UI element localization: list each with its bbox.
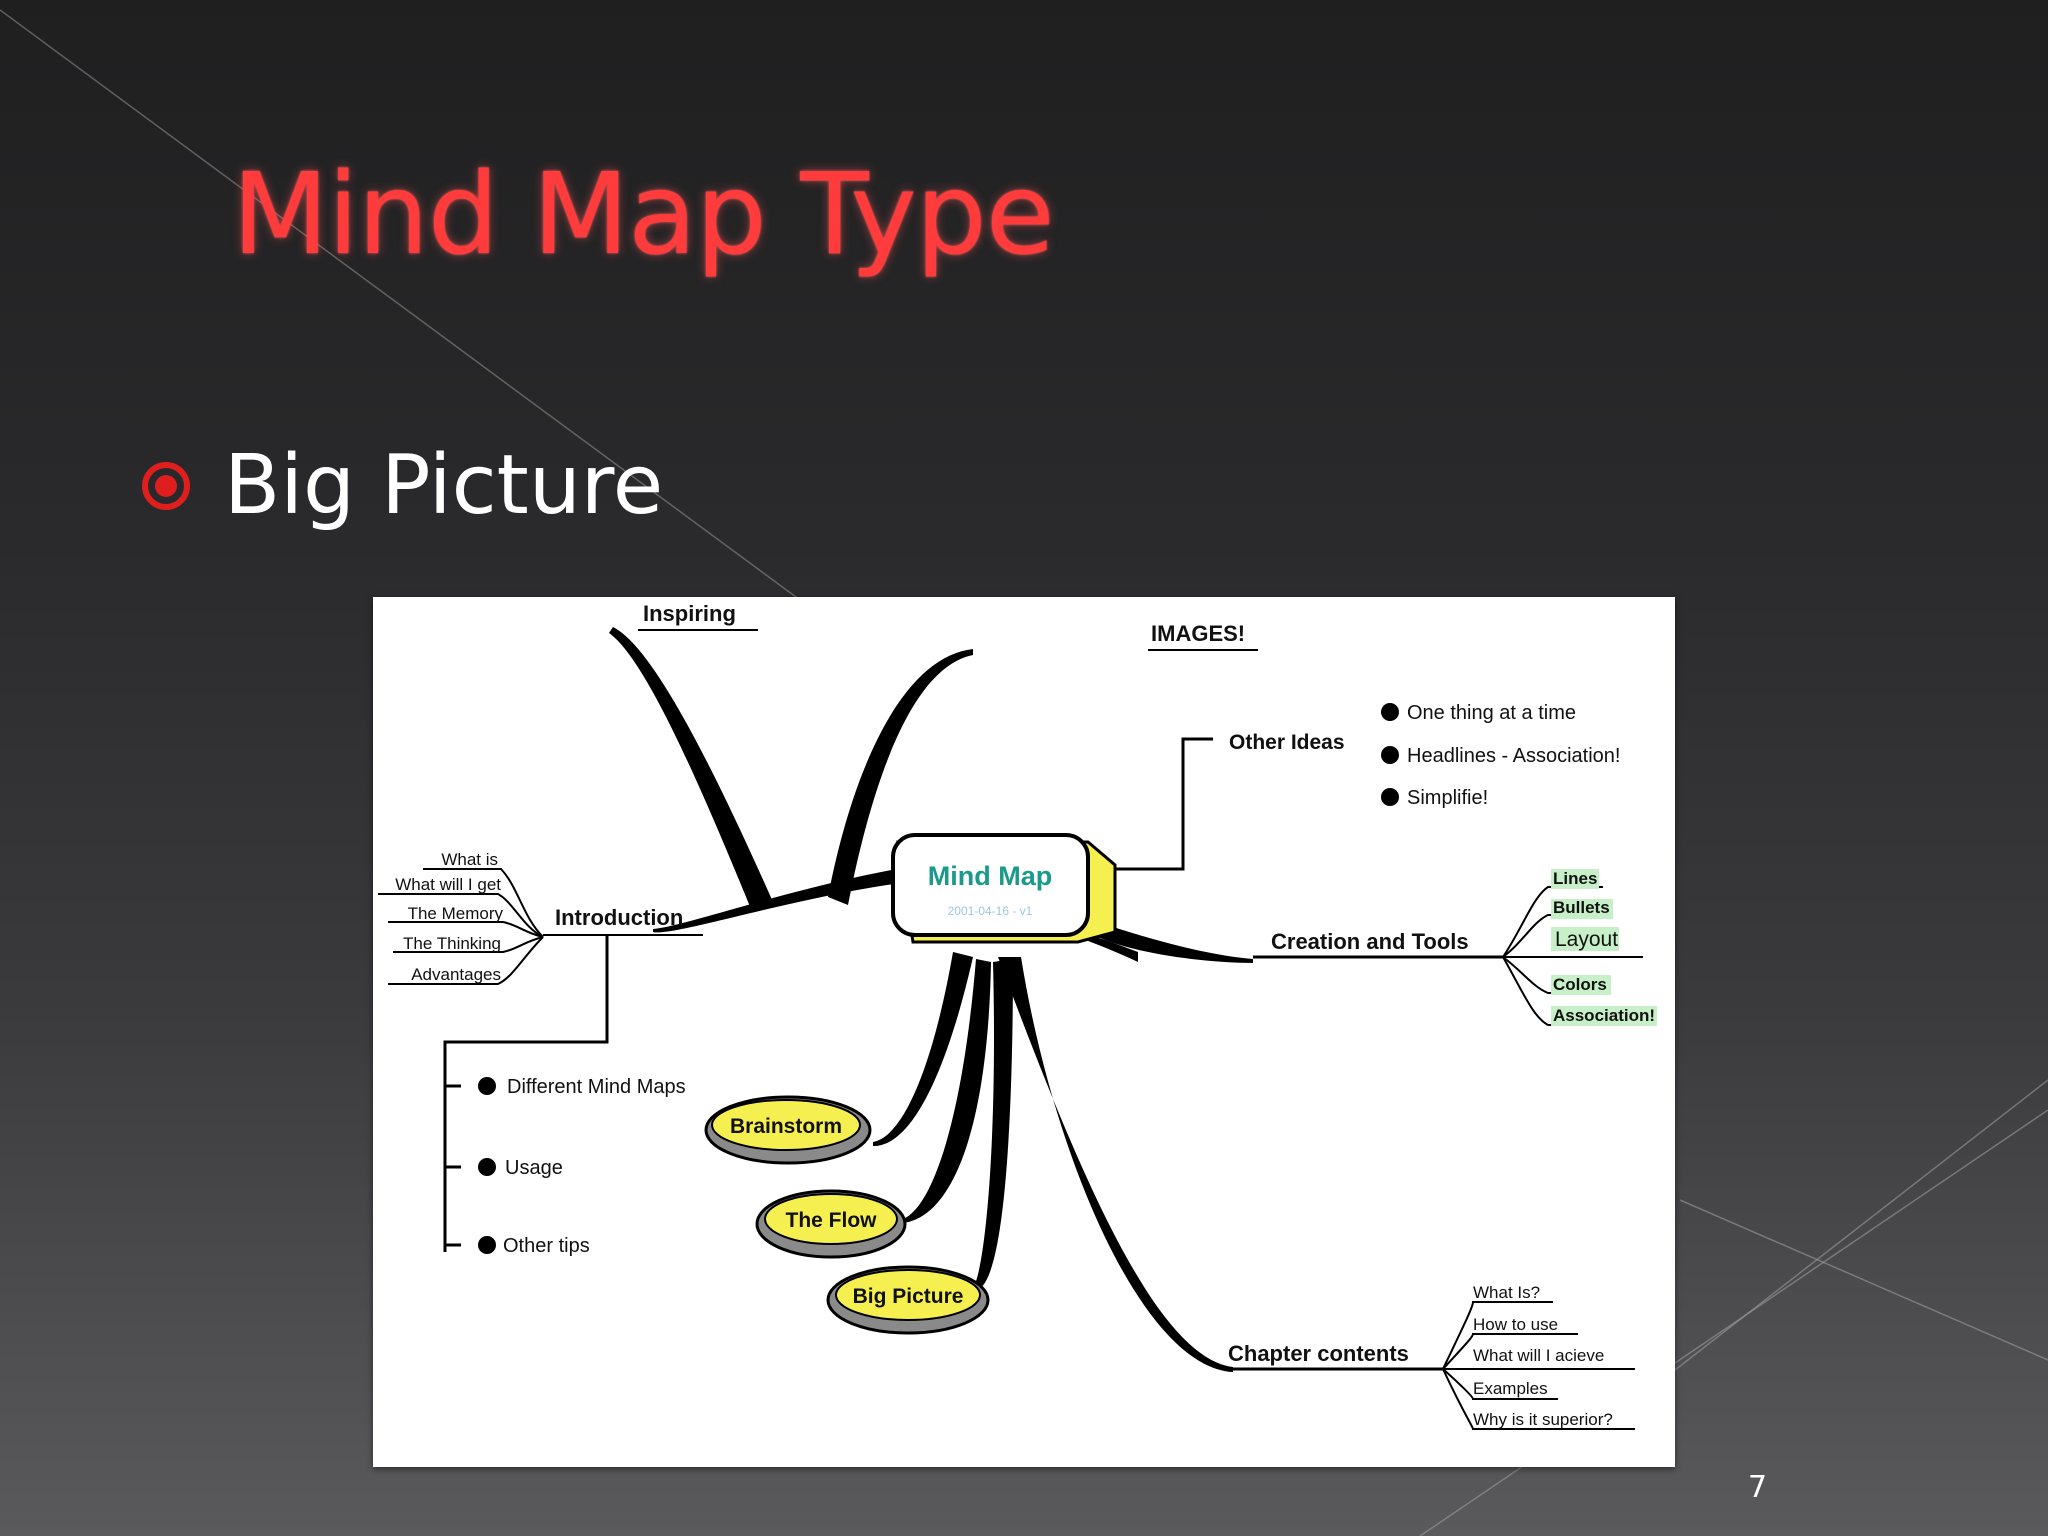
label-other-ideas: Other Ideas	[1229, 731, 1345, 754]
other-idea-3: Simplifie!	[1407, 787, 1488, 809]
intro-advantages: Advantages	[411, 965, 501, 984]
bubble-big-picture: Big Picture	[826, 1265, 990, 1335]
page-number: 7	[1748, 1470, 1768, 1505]
tool-bullets: Bullets	[1553, 898, 1610, 917]
label-introduction: Introduction	[555, 905, 683, 930]
center-title: Mind Map	[928, 861, 1052, 891]
branch-introduction	[653, 867, 908, 933]
branch-creation	[1098, 922, 1253, 963]
label-inspiring: Inspiring	[643, 601, 736, 626]
mind-map-image: Mind Map 2001-04-16 - v1 Inspiring IMAGE…	[373, 597, 1675, 1467]
center-subtitle: 2001-04-16 - v1	[948, 904, 1033, 918]
introduction-sub-items: Different Mind Maps Usage Other tips	[478, 1076, 686, 1257]
other-ideas-list: One thing at a time Headlines - Associat…	[1381, 702, 1620, 809]
label-chapter-contents: Chapter contents	[1228, 1341, 1409, 1366]
intro-what-is: What is	[441, 850, 498, 869]
chapter-examples: Examples	[1473, 1379, 1548, 1398]
label-creation-tools: Creation and Tools	[1271, 929, 1469, 954]
tool-lines: Lines	[1553, 869, 1597, 888]
svg-text:Big Picture: Big Picture	[853, 1285, 964, 1308]
sub-usage: Usage	[505, 1157, 563, 1179]
intro-the-thinking: The Thinking	[403, 934, 501, 953]
chapter-why-superior: Why is it superior?	[1473, 1410, 1613, 1429]
creation-tools-list: Lines Bullets Layout Colors Association!	[1551, 869, 1657, 1026]
center-node: Mind Map 2001-04-16 - v1	[891, 833, 1117, 944]
chapter-how-to-use: How to use	[1473, 1315, 1558, 1334]
branch-bigpicture	[973, 959, 1013, 1289]
other-idea-1: One thing at a time	[1407, 702, 1576, 724]
svg-text:Brainstorm: Brainstorm	[730, 1115, 842, 1138]
tool-layout: Layout	[1555, 928, 1618, 951]
chapter-contents-list: What Is? How to use What will I acieve E…	[1473, 1283, 1613, 1429]
branch-inspiring	[609, 627, 773, 909]
label-images: IMAGES!	[1151, 621, 1245, 646]
radio-bullet-icon	[142, 461, 190, 510]
sub-other-tips: Other tips	[503, 1235, 590, 1257]
intro-the-memory: The Memory	[408, 904, 504, 923]
mind-map-diagram: Mind Map 2001-04-16 - v1 Inspiring IMAGE…	[378, 601, 1657, 1430]
intro-what-will-i-get: What will I get	[395, 875, 501, 894]
bubble-the-flow: The Flow	[755, 1189, 907, 1259]
bubble-brainstorm: Brainstorm	[704, 1095, 872, 1165]
branch-brainstorm	[873, 952, 973, 1147]
svg-text:The Flow: The Flow	[786, 1209, 878, 1232]
other-idea-2: Headlines - Association!	[1407, 745, 1620, 767]
sub-different-mind-maps: Different Mind Maps	[507, 1076, 686, 1098]
branch-theflow	[903, 959, 991, 1223]
tool-association: Association!	[1553, 1006, 1655, 1025]
bullet-text: Big Picture	[224, 438, 664, 533]
bullet-item: Big Picture	[140, 438, 663, 533]
slide-title: Mind Map Type	[232, 150, 1055, 280]
introduction-items: What is What will I get The Memory The T…	[395, 850, 503, 984]
branch-images	[828, 649, 973, 905]
chapter-what-will-i-acieve: What will I acieve	[1473, 1346, 1604, 1365]
chapter-what-is: What Is?	[1473, 1283, 1540, 1302]
branch-chapter	[998, 957, 1233, 1372]
tool-colors: Colors	[1553, 975, 1607, 994]
